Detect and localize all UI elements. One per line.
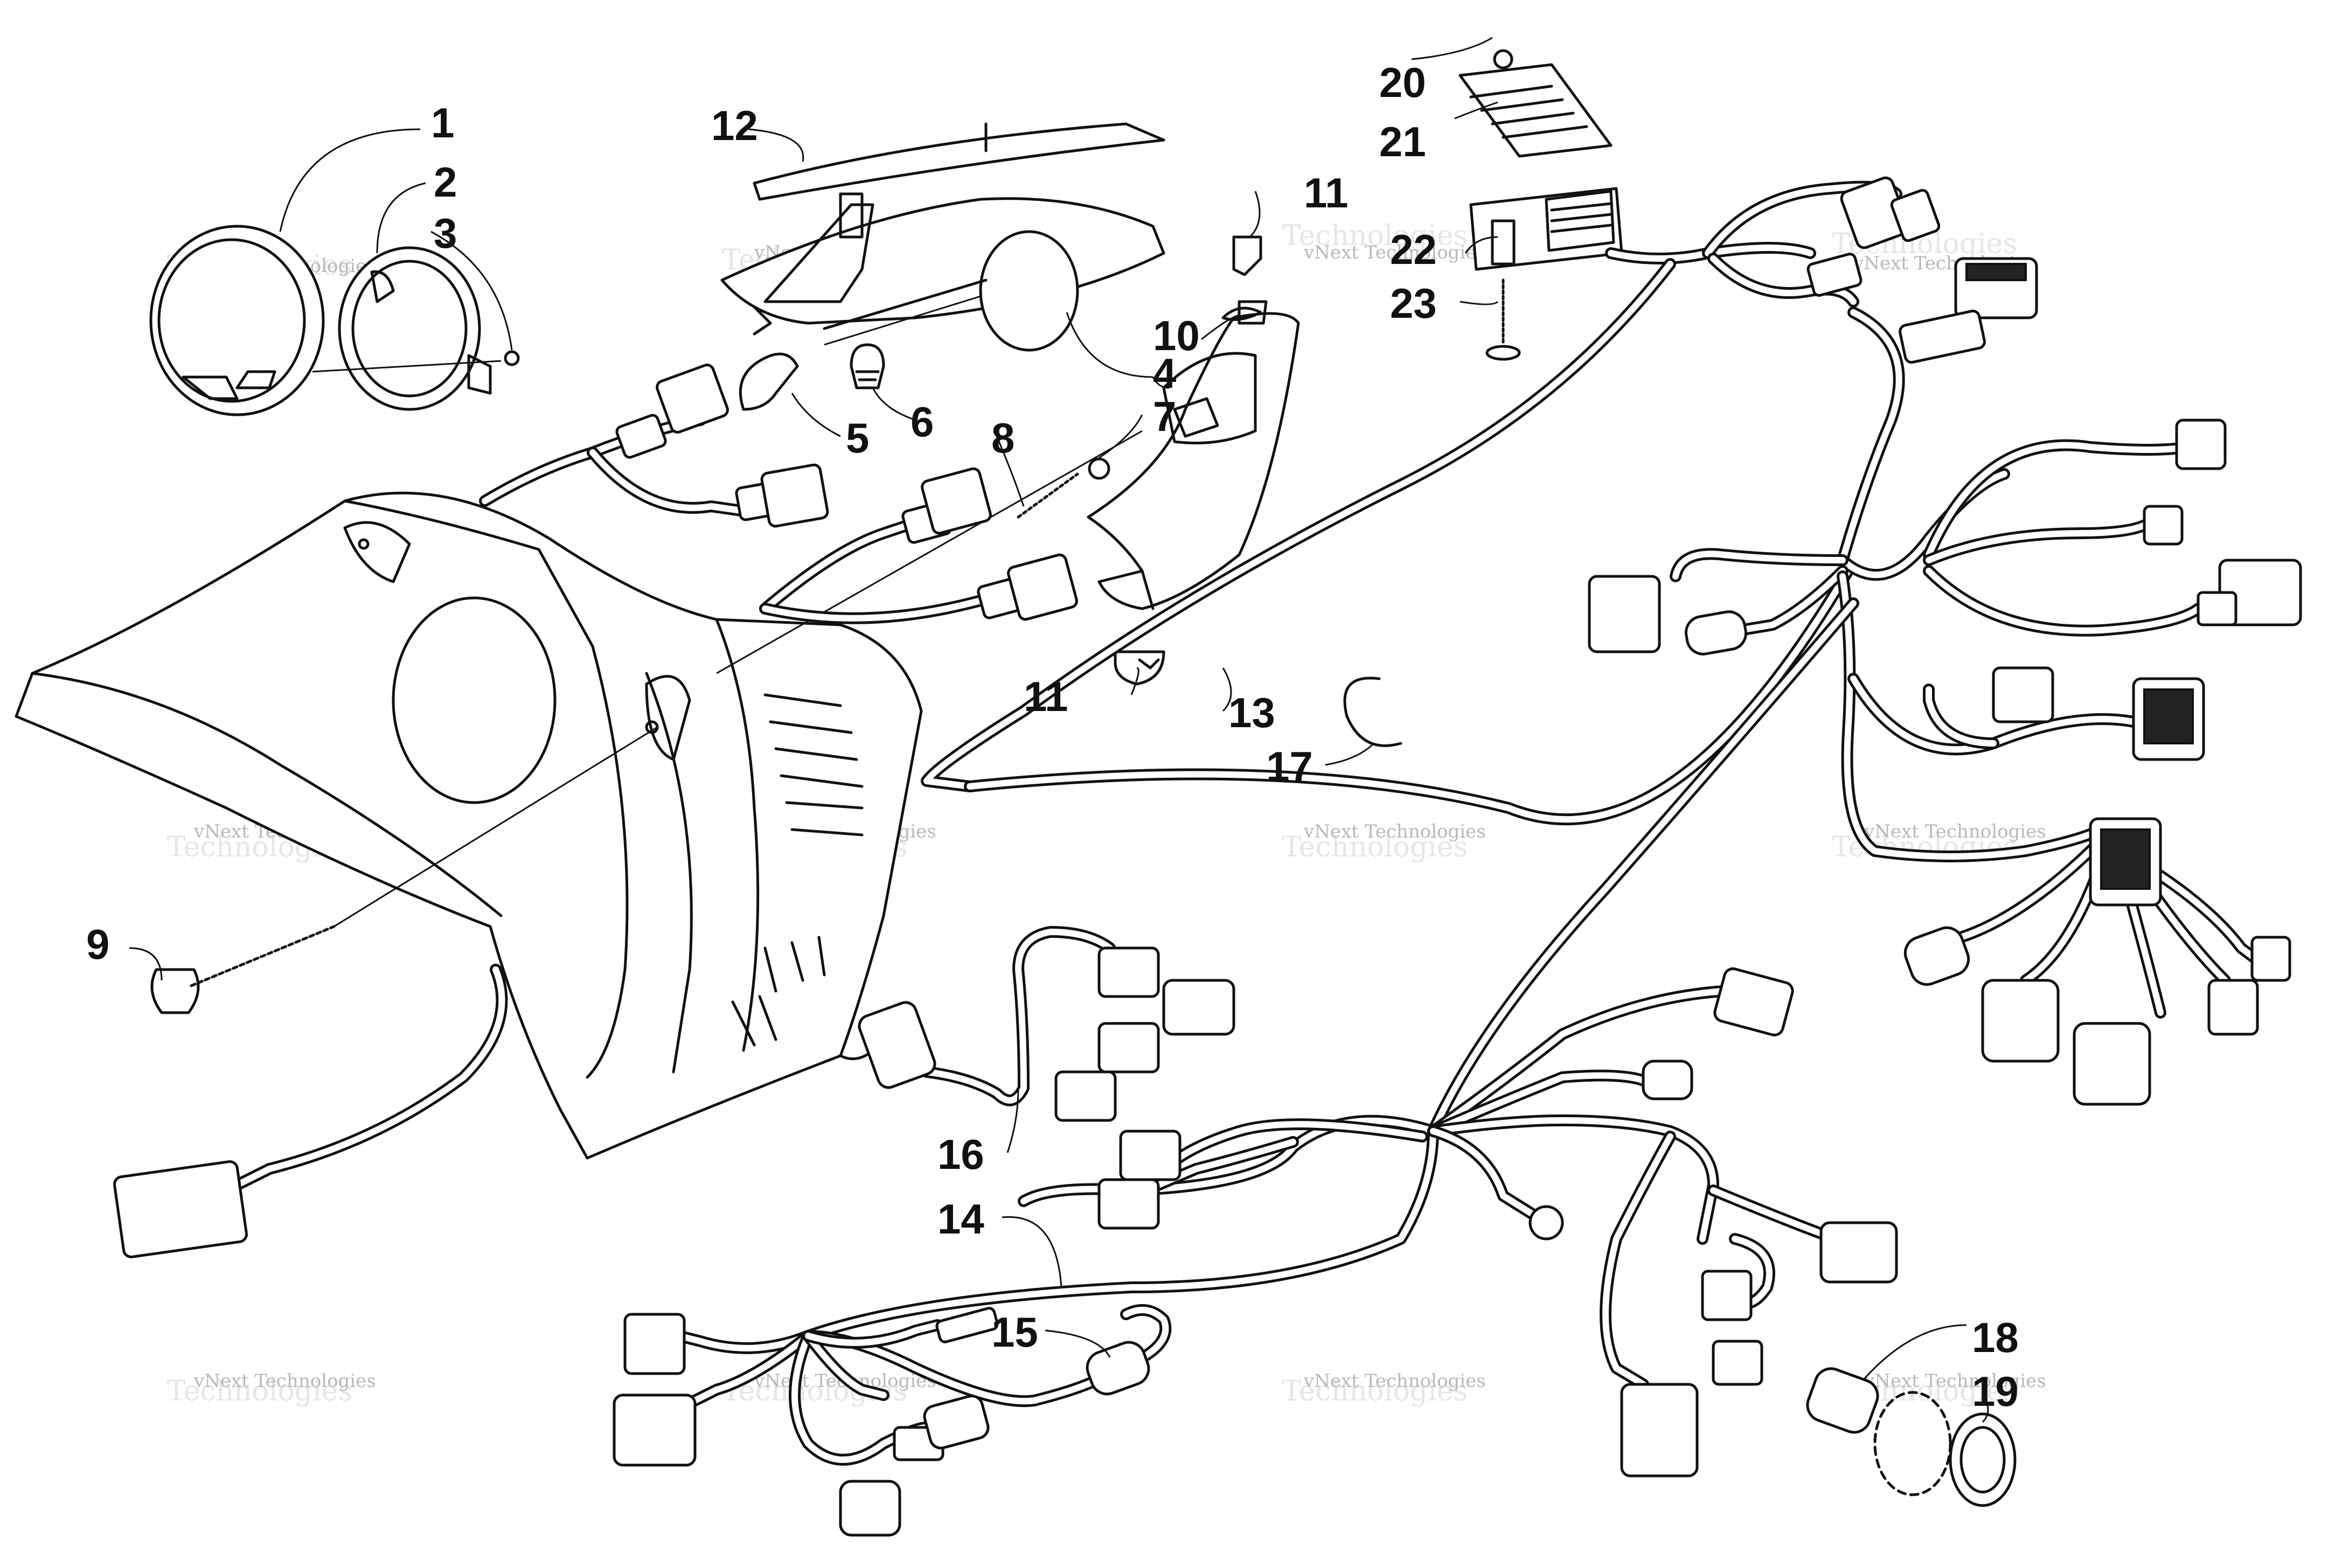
- callout-3: 3: [434, 210, 457, 257]
- front-hood-part: [15, 491, 923, 1160]
- leader-line-9: [333, 726, 658, 928]
- callout-11-upper: 11: [1304, 169, 1348, 217]
- callout-23: 23: [1390, 280, 1437, 327]
- callout-9: 9: [86, 921, 109, 968]
- regulator-22: [1469, 187, 1623, 271]
- callout-10: 10: [1153, 312, 1200, 359]
- callout-18: 18: [1972, 1314, 2019, 1361]
- callout-22: 22: [1390, 226, 1437, 273]
- connector-group: [113, 176, 2302, 1537]
- clip-11-upper: [1232, 235, 1262, 276]
- svg-text:Technologies: Technologies: [1282, 220, 1468, 252]
- leader-line-6: [824, 295, 981, 346]
- svg-text:Technologies: Technologies: [167, 1375, 352, 1407]
- screw-3: [504, 350, 520, 366]
- callout-11-lower: 11: [1024, 673, 1068, 720]
- callout-14: 14: [937, 1195, 984, 1243]
- svg-text:vNext Technologies: vNext Technologies: [193, 1370, 376, 1392]
- callout-1: 1: [431, 99, 454, 147]
- heatsink-21: [1458, 49, 1613, 158]
- callout-4: 4: [1153, 350, 1176, 397]
- ring-clamp-17: [1343, 677, 1402, 747]
- watermark-9: Technologies vNext Technologies: [167, 1370, 376, 1407]
- screw-23: [1485, 278, 1521, 361]
- watermark-3: Technologies vNext Technologies: [1282, 220, 1486, 263]
- svg-text:Technologies: Technologies: [1282, 1375, 1468, 1407]
- clip-10: [1221, 306, 1262, 321]
- bolt-9: [150, 925, 336, 1014]
- callout-8: 8: [991, 414, 1014, 462]
- callout-6: 6: [911, 398, 934, 445]
- callout-13: 13: [1228, 689, 1275, 736]
- watermark-7: Technologies vNext Technologies: [1282, 821, 1486, 863]
- lower-cover-4: [1087, 300, 1300, 610]
- svg-text:vNext Technologies: vNext Technologies: [1303, 1370, 1486, 1392]
- callout-leaders: [129, 37, 1989, 1423]
- callout-17: 17: [1266, 743, 1313, 790]
- callout-2: 2: [434, 158, 457, 206]
- svg-text:vNext Technologies: vNext Technologies: [1864, 1370, 2046, 1392]
- seal-strip-12: [753, 122, 1165, 201]
- headlight-assembly-1: [149, 225, 325, 416]
- svg-text:vNext Technologies: vNext Technologies: [1864, 821, 2046, 842]
- watermark-11: Technologies vNext Technologies: [1282, 1370, 1486, 1407]
- bulb-boot-5: [739, 352, 799, 411]
- callout-12: 12: [711, 102, 758, 149]
- svg-text:vNext Technologies: vNext Technologies: [1303, 242, 1486, 263]
- nut-7: [1088, 457, 1110, 480]
- clip-11-lower: [1114, 650, 1165, 686]
- bezel-assembly-4: [720, 192, 1165, 352]
- spring-8: [1017, 472, 1079, 519]
- bulb-socket-6: [850, 343, 885, 389]
- callout-labels: 1 2 3 4 5 6 7 8 9 10 11 11 12 13 14 15 1…: [86, 59, 2019, 1415]
- callout-16: 16: [937, 1131, 984, 1178]
- leader-line-1-3: [312, 360, 502, 373]
- callout-7: 7: [1153, 393, 1176, 440]
- callout-15: 15: [991, 1308, 1038, 1356]
- headlight-housing-ring-2: [338, 246, 492, 411]
- callout-21: 21: [1379, 118, 1426, 165]
- callout-20: 20: [1379, 59, 1426, 106]
- svg-text:vNext Technologies: vNext Technologies: [1303, 821, 1486, 842]
- callout-5: 5: [846, 414, 869, 462]
- callout-19: 19: [1972, 1368, 2019, 1415]
- svg-text:Technologies: Technologies: [1282, 831, 1468, 863]
- leader-line-9b: [716, 430, 1143, 674]
